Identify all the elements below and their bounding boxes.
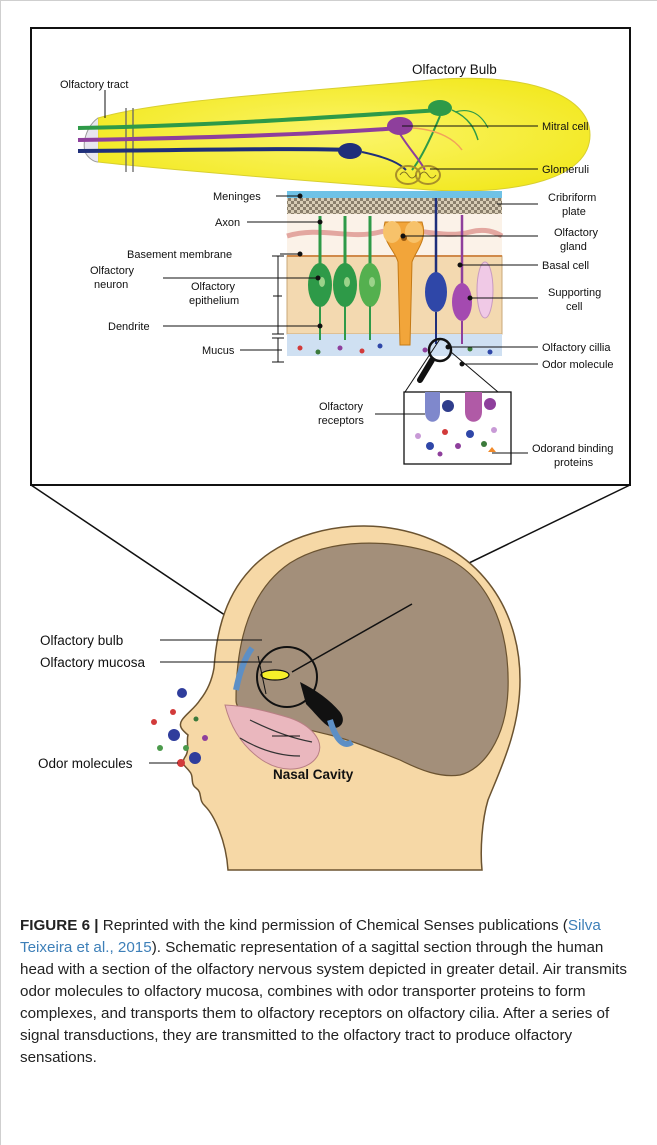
- label-supporting-cell-2: cell: [566, 301, 583, 313]
- figure-caption: FIGURE 6 | Reprinted with the kind permi…: [20, 915, 640, 1069]
- label-olfactory-gland-2: gland: [560, 241, 587, 253]
- label-mucus: Mucus: [202, 345, 235, 357]
- label-olfactory-neuron-1: Olfactory: [90, 265, 135, 277]
- figure-label: FIGURE 6 |: [20, 917, 99, 934]
- label-basal-cell: Basal cell: [542, 260, 589, 272]
- label-odor-molecules: Odor molecules: [38, 756, 133, 771]
- label-cribriform-plate-2: plate: [562, 206, 586, 218]
- label-olfactory-receptors-2: receptors: [318, 415, 364, 427]
- label-olfactory-gland-1: Olfactory: [554, 227, 599, 239]
- label-mitral-cell: Mitral cell: [542, 121, 588, 133]
- head-sagittal-illustration: [180, 526, 520, 870]
- label-olfactory-cillia: Olfactory cillia: [542, 342, 611, 354]
- label-odorand-binding-1: Odorand binding: [532, 443, 613, 455]
- label-olfactory-epithelium-1: Olfactory: [191, 281, 236, 293]
- label-basement-membrane: Basement membrane: [127, 249, 232, 261]
- label-olfactory-mucosa: Olfactory mucosa: [40, 655, 146, 670]
- label-olfactory-bulb-title: Olfactory Bulb: [412, 62, 497, 77]
- label-olfactory-tract: Olfactory tract: [60, 79, 128, 91]
- label-axon: Axon: [215, 217, 240, 229]
- olfactory-system-diagram: Olfactory Bulb Olfactory tract Mitral ce…: [0, 0, 657, 900]
- label-olfactory-epithelium-2: epithelium: [189, 295, 239, 307]
- label-cribriform-plate-1: Cribriform: [548, 192, 596, 204]
- label-odorand-binding-2: proteins: [554, 457, 594, 469]
- meninges-layer: [287, 191, 502, 198]
- label-nasal-cavity: Nasal Cavity: [273, 767, 354, 782]
- cribriform-plate-layer: [287, 198, 502, 214]
- label-odor-molecule: Odor molecule: [542, 359, 614, 371]
- caption-text-before: Reprinted with the kind permission of Ch…: [99, 917, 568, 934]
- label-meninges: Meninges: [213, 191, 261, 203]
- label-glomeruli: Glomeruli: [542, 164, 589, 176]
- label-dendrite: Dendrite: [108, 321, 150, 333]
- label-olfactory-receptors-1: Olfactory: [319, 401, 364, 413]
- label-olfactory-neuron-2: neuron: [94, 279, 128, 291]
- label-olfactory-bulb: Olfactory bulb: [40, 633, 123, 648]
- label-supporting-cell-1: Supporting: [548, 287, 601, 299]
- caption-text-after: ). Schematic representation of a sagitta…: [20, 939, 627, 1066]
